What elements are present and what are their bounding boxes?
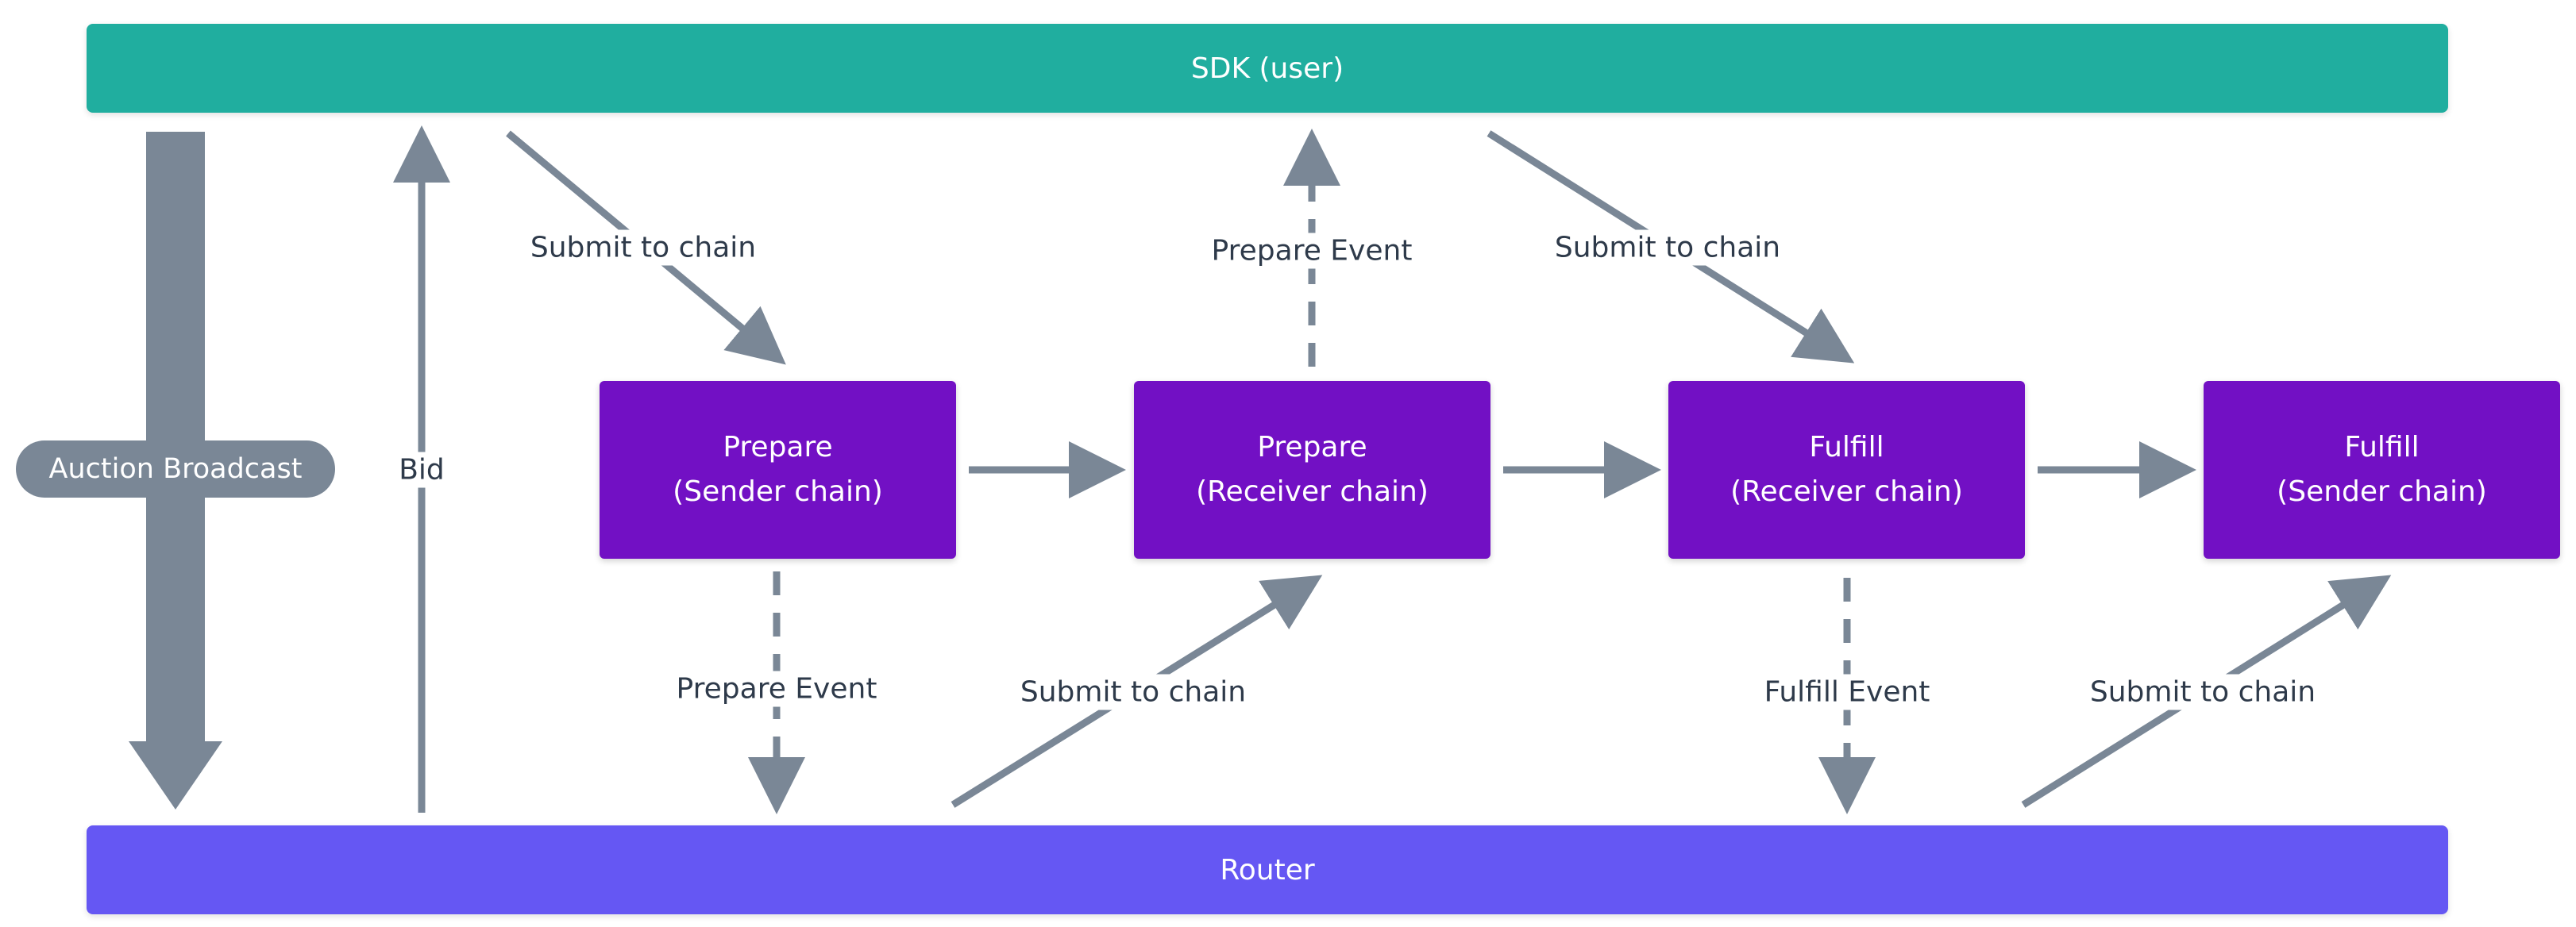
fulfill-event-label: Fulfill Event — [1757, 674, 1937, 710]
box-title: Prepare — [1257, 431, 1367, 464]
submit-label-2: Submit to chain — [1548, 229, 1787, 266]
box-subtitle: (Receiver chain) — [1196, 475, 1429, 508]
sdk-bar: SDK (user) — [87, 24, 2448, 113]
box-subtitle: (Sender chain) — [673, 475, 883, 508]
box-title: Fulfill — [1809, 431, 1884, 464]
fulfill-sender-chain-box: Fulfill (Sender chain) — [2204, 381, 2560, 559]
box-title: Prepare — [723, 431, 833, 464]
fulfill-receiver-chain-box: Fulfill (Receiver chain) — [1668, 381, 2025, 559]
prepare-event-label-bottom: Prepare Event — [669, 671, 884, 707]
auction-broadcast-label: Auction Broadcast — [16, 440, 335, 498]
prepare-receiver-chain-box: Prepare (Receiver chain) — [1134, 381, 1490, 559]
submit-label-1: Submit to chain — [523, 229, 763, 266]
bid-label: Bid — [392, 452, 451, 488]
box-title: Fulfill — [2344, 431, 2420, 464]
prepare-event-label-top: Prepare Event — [1205, 233, 1419, 269]
router-label: Router — [1220, 853, 1315, 887]
sdk-label: SDK (user) — [1190, 52, 1344, 85]
box-subtitle: (Receiver chain) — [1730, 475, 1963, 508]
router-bar: Router — [87, 825, 2448, 914]
submit-label-4: Submit to chain — [2083, 674, 2323, 710]
auction-broadcast-text: Auction Broadcast — [48, 453, 303, 485]
box-subtitle: (Sender chain) — [2277, 475, 2487, 508]
prepare-sender-chain-box: Prepare (Sender chain) — [600, 381, 956, 559]
auction-broadcast-arrow — [129, 132, 222, 810]
submit-label-3: Submit to chain — [1013, 674, 1253, 710]
